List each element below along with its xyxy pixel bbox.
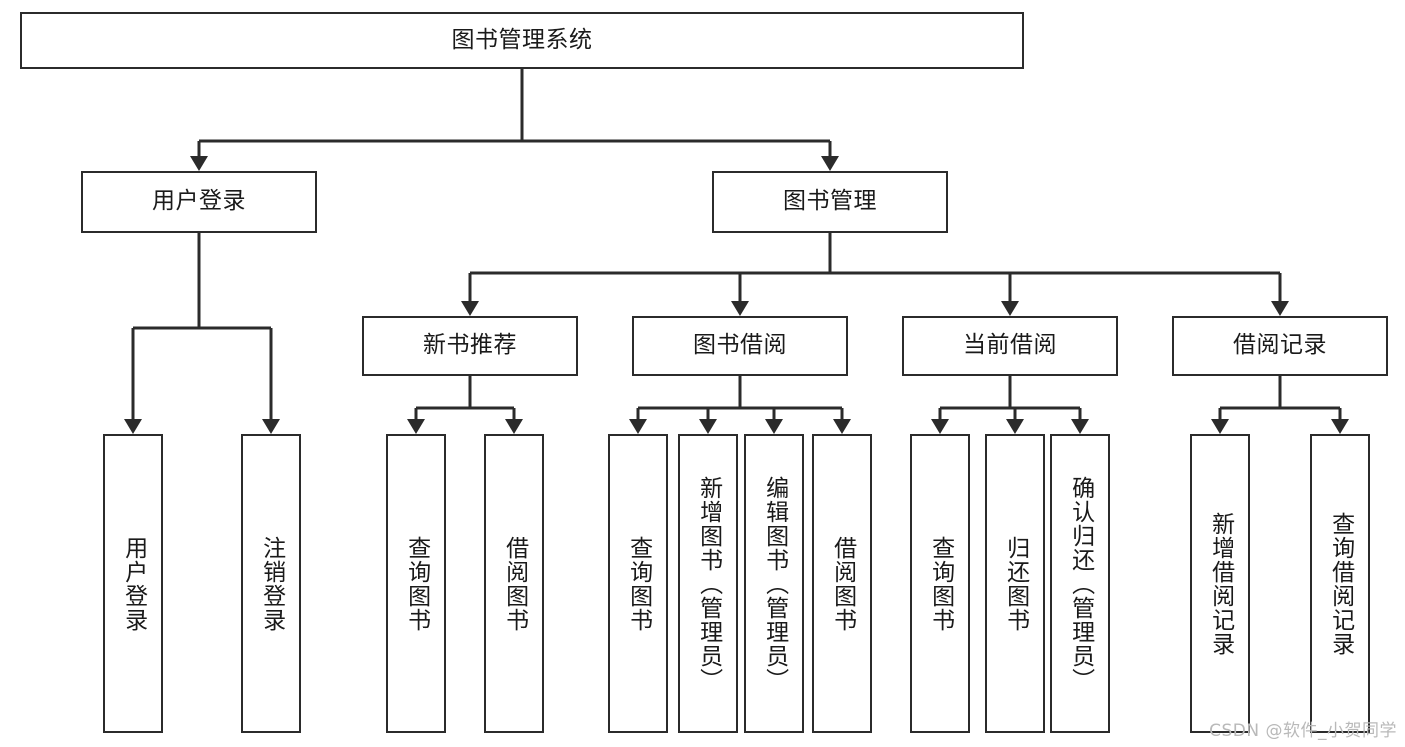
arrow-head-icon [262,419,280,434]
node-l3-current-borrow[interactable]: 当前借阅 [902,316,1118,376]
watermark-text: CSDN @软件_小贺同学 [1209,721,1397,741]
node-label: 编辑图书（管理员） [761,475,788,692]
node-leaf-user-login[interactable]: 用户登录 [103,434,163,733]
node-leaf-cur-return[interactable]: 归还图书 [985,434,1045,733]
node-label: 图书管理 [783,188,877,215]
arrow-head-icon [407,419,425,434]
arrow-head-icon [931,419,949,434]
node-label: 借阅图书 [501,535,528,632]
arrow-head-icon [124,419,142,434]
node-label: 新增图书（管理员） [695,475,722,692]
node-label: 查询图书 [403,535,430,632]
arrow-head-icon [821,156,839,171]
node-leaf-rec-borrow[interactable]: 借阅图书 [484,434,544,733]
arrow-head-icon [765,419,783,434]
node-label: 借阅图书 [829,535,856,632]
node-leaf-rec-add[interactable]: 新增借阅记录 [1190,434,1250,733]
node-label: 当前借阅 [963,332,1057,359]
arrow-head-icon [1211,419,1229,434]
node-l3-new-book-rec[interactable]: 新书推荐 [362,316,578,376]
node-leaf-borrow-add[interactable]: 新增图书（管理员） [678,434,738,733]
node-label: 新增借阅记录 [1207,511,1234,656]
arrow-head-icon [1271,301,1289,316]
node-label: 借阅记录 [1233,332,1327,359]
node-leaf-rec-query2[interactable]: 查询借阅记录 [1310,434,1370,733]
node-l2-book-manage[interactable]: 图书管理 [712,171,948,233]
node-label: 用户登录 [152,188,246,215]
node-label: 图书借阅 [693,332,787,359]
arrow-head-icon [1006,419,1024,434]
node-leaf-rec-query[interactable]: 查询图书 [386,434,446,733]
node-leaf-cur-query[interactable]: 查询图书 [910,434,970,733]
node-l3-borrow-record[interactable]: 借阅记录 [1172,316,1388,376]
arrow-head-icon [461,301,479,316]
node-label: 查询借阅记录 [1327,511,1354,656]
node-leaf-user-logout[interactable]: 注销登录 [241,434,301,733]
node-label: 归还图书 [1002,535,1029,632]
node-leaf-borrow-lend[interactable]: 借阅图书 [812,434,872,733]
node-leaf-cur-confirm[interactable]: 确认归还（管理员） [1050,434,1110,733]
arrow-head-icon [1001,301,1019,316]
node-label: 查询图书 [927,535,954,632]
node-root[interactable]: 图书管理系统 [20,12,1024,69]
node-label: 注销登录 [258,535,285,632]
node-label: 新书推荐 [423,332,517,359]
node-l2-user-login[interactable]: 用户登录 [81,171,317,233]
arrow-head-icon [731,301,749,316]
arrow-head-icon [505,419,523,434]
node-label: 图书管理系统 [451,26,593,53]
arrow-head-icon [1331,419,1349,434]
arrow-head-icon [1071,419,1089,434]
node-label: 用户登录 [120,535,147,632]
node-label: 查询图书 [625,535,652,632]
node-leaf-borrow-edit[interactable]: 编辑图书（管理员） [744,434,804,733]
node-leaf-borrow-query[interactable]: 查询图书 [608,434,668,733]
arrow-head-icon [699,419,717,434]
node-label: 确认归还（管理员） [1067,475,1094,692]
arrow-head-icon [190,156,208,171]
arrow-head-icon [833,419,851,434]
arrow-head-icon [629,419,647,434]
node-l3-book-borrow[interactable]: 图书借阅 [632,316,848,376]
